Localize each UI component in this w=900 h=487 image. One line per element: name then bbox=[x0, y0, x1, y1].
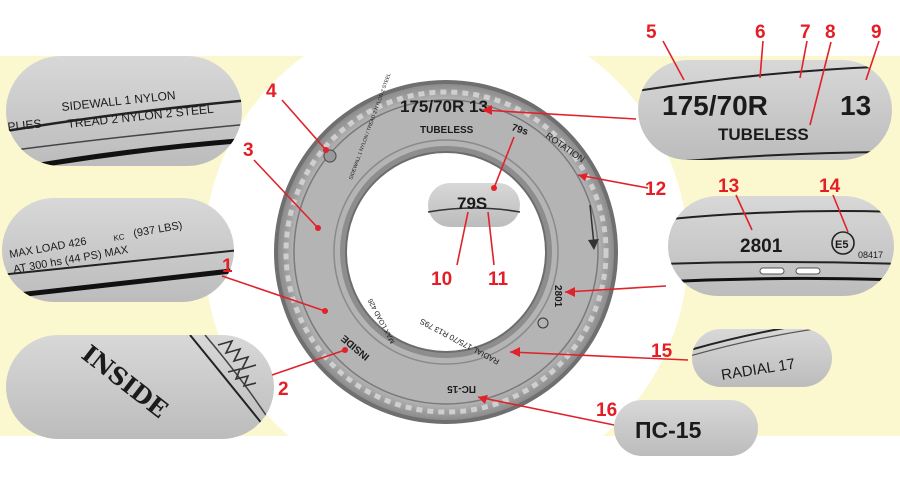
sidewall-speed: 79s bbox=[510, 122, 530, 138]
callout-14: 14 bbox=[819, 176, 841, 197]
tread-pattern bbox=[283, 89, 609, 415]
sidewall-model: ПС-15 bbox=[447, 383, 476, 394]
callout-8: 8 bbox=[825, 22, 836, 43]
inset-inside: INSIDE bbox=[6, 335, 274, 439]
sidewall-tubeless: TUBELESS bbox=[420, 125, 474, 136]
sidewall-size: 175/70R 13 bbox=[400, 97, 488, 116]
sidewall-date: 2801 bbox=[552, 285, 563, 308]
callout-15: 15 bbox=[651, 341, 673, 362]
rim-opening bbox=[345, 151, 547, 353]
size-main: 175/70R bbox=[662, 90, 768, 121]
callout-13: 13 bbox=[718, 176, 739, 197]
inset-plies: PLIES SIDEWALL 1 NYLON TREAD 2 NYLON 2 S… bbox=[6, 56, 242, 166]
wear-indicator-icon bbox=[323, 149, 337, 163]
callout-16: 16 bbox=[596, 400, 617, 421]
rotation-arrow-head bbox=[588, 239, 599, 250]
sidewall-e-mark-icon bbox=[537, 317, 549, 329]
callout-9: 9 bbox=[871, 22, 882, 43]
inset-model: ПС-15 bbox=[614, 400, 758, 456]
date-approval: 08417 bbox=[858, 250, 883, 260]
e-mark-icon bbox=[831, 231, 855, 255]
callout-arrowheads bbox=[315, 105, 588, 404]
sidewall-inner-line bbox=[333, 139, 559, 365]
load-unit: KC bbox=[113, 232, 126, 243]
plies-word: PLIES bbox=[7, 117, 42, 134]
date-emark: E5 bbox=[835, 239, 848, 251]
callout-12: 12 bbox=[645, 179, 666, 200]
callout-6: 6 bbox=[755, 22, 766, 43]
callout-11: 11 bbox=[488, 269, 509, 290]
callout-5: 5 bbox=[646, 22, 657, 43]
callout-4: 4 bbox=[266, 81, 277, 102]
callout-1: 1 bbox=[222, 256, 233, 277]
date-code: 2801 bbox=[740, 236, 783, 257]
callout-lines bbox=[221, 40, 880, 426]
callout-10: 10 bbox=[431, 269, 452, 290]
callout-7: 7 bbox=[800, 22, 811, 43]
size-tubeless: TUBELESS bbox=[718, 125, 809, 144]
callout-3: 3 bbox=[243, 140, 254, 161]
inset-date: 2801 E5 08417 bbox=[668, 196, 894, 296]
center-code: 79S bbox=[457, 194, 487, 213]
inset-load: MAX LOAD 426 KC (937 LBS) AT 300 hs (44 … bbox=[2, 198, 234, 302]
rotation-arrow bbox=[589, 204, 595, 246]
inset-radial: RADIAL 17 bbox=[692, 329, 832, 387]
size-rim: 13 bbox=[840, 90, 871, 121]
inset-size: 175/70R 13 TUBELESS bbox=[638, 60, 892, 160]
model-text: ПС-15 bbox=[635, 417, 702, 443]
callout-2: 2 bbox=[278, 379, 289, 400]
inset-center: 79S bbox=[427, 183, 521, 227]
